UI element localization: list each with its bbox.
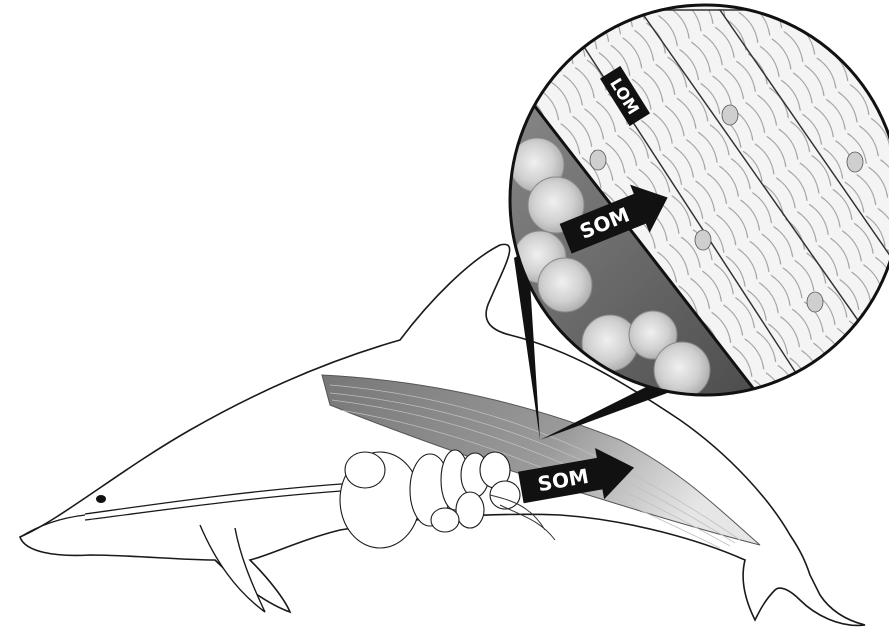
red-blood-cell (582, 315, 638, 371)
internal-organs (340, 450, 520, 548)
red-blood-cell (538, 258, 592, 312)
dolphin-eye (96, 495, 106, 503)
